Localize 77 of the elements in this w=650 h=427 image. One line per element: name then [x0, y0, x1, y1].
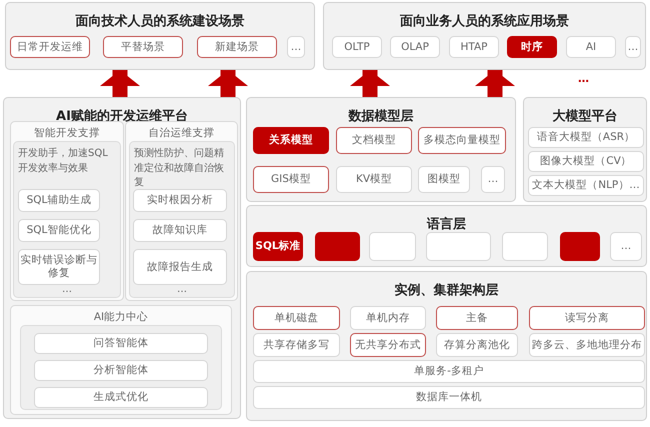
panel-heading: 智能开发支撑: [34, 126, 100, 140]
scenario-tag: HTAP: [449, 36, 499, 58]
feature-tag: 故障知识库: [133, 219, 227, 242]
architecture-tag: 单机磁盘: [253, 306, 340, 330]
scenario-tag: AI: [566, 36, 616, 58]
language-tag: [315, 232, 360, 261]
more-tag: …: [287, 36, 305, 58]
feature-panel: [13, 141, 121, 298]
layer-panel: [246, 205, 647, 267]
more-tag: …: [625, 36, 641, 58]
architecture-tag: 无共享分布式: [350, 333, 426, 357]
layer-panel: [246, 271, 647, 421]
more-tag: …: [481, 166, 505, 193]
architecture-tag: 共享存储多写: [253, 333, 340, 357]
language-tag: [426, 232, 491, 261]
panel-heading: 大模型平台: [552, 108, 618, 125]
scenario-tag: 平替场景: [103, 36, 183, 58]
language-tag: [369, 232, 416, 261]
panel-heading: 实例、集群架构层: [394, 282, 498, 299]
agent-tag: 生成式优化: [34, 387, 208, 408]
architecture-tag: 读写分离: [529, 306, 645, 330]
panel-heading: 自治运维支撑: [148, 126, 214, 140]
model-tag: 文本大模型（NLP）…: [528, 175, 644, 196]
architecture-tag: 数据库一体机: [253, 386, 645, 409]
panel-heading: 数据模型层: [348, 108, 414, 125]
panel-heading: AI能力中心: [94, 310, 148, 324]
scenario-panel: [323, 2, 646, 70]
language-tag: [502, 232, 548, 261]
architecture-tag: 存算分离池化: [436, 333, 518, 357]
scenario-tag: 新建场景: [197, 36, 277, 58]
ellipsis-text: …: [578, 72, 589, 85]
block-arrow: [350, 70, 390, 97]
model-tag: 关系模型: [253, 127, 329, 154]
description-text: 开发助手，加速SQL开发效率与效果: [18, 147, 109, 176]
ellipsis-text: …: [177, 284, 187, 295]
block-arrow: [475, 70, 515, 97]
model-tag: 文档模型: [336, 127, 412, 154]
panel-heading: 语言层: [427, 216, 466, 233]
feature-tag: SQL智能优化: [18, 219, 100, 242]
block-arrow: [208, 70, 248, 97]
panel-heading: 面向业务人员的系统应用场景: [400, 12, 569, 30]
feature-panel: [129, 141, 235, 298]
ellipsis-text: …: [62, 284, 72, 295]
architecture-tag: 单机内存: [350, 306, 426, 330]
model-tag: KV模型: [336, 166, 412, 193]
capability-panel: [10, 305, 232, 415]
scenario-tag: 日常开发运维: [10, 36, 90, 58]
layer-panel: [246, 97, 516, 202]
architecture-tag: 主备: [436, 306, 518, 330]
feature-tag: SQL辅助生成: [18, 189, 100, 212]
description-text: 预测性防护、问题精准定位和故障自治恢复: [134, 147, 225, 190]
model-tag: 语音大模型（ASR）: [528, 127, 644, 148]
panel-heading: 面向技术人员的系统建设场景: [76, 12, 244, 30]
feature-tag: 实时根因分析: [133, 189, 227, 212]
support-panel: [125, 121, 238, 301]
scenario-panel: [5, 2, 315, 70]
model-tag: 图模型: [418, 166, 470, 193]
architecture-tag: 跨多云、多地地理分布: [529, 333, 645, 357]
agent-panel: [20, 325, 222, 410]
support-panel: [10, 121, 124, 301]
scenario-tag: OLAP: [390, 36, 440, 58]
model-tag: 图像大模型（CV）: [528, 151, 644, 172]
platform-panel: [3, 97, 241, 419]
agent-tag: 分析智能体: [34, 360, 208, 381]
model-tag: 多模态向量模型: [418, 127, 506, 154]
feature-tag: 实时错误诊断与修复: [18, 249, 100, 285]
language-tag: [560, 232, 600, 261]
platform-panel: [523, 97, 647, 202]
block-arrow: [100, 70, 140, 97]
language-tag: SQL标准: [253, 232, 303, 261]
agent-tag: 问答智能体: [34, 333, 208, 354]
model-tag: GIS模型: [253, 166, 329, 193]
scenario-tag: 时序: [507, 36, 557, 58]
feature-tag: 故障报告生成: [133, 249, 227, 285]
scenario-tag: OLTP: [332, 36, 382, 58]
architecture-tag: 单服务-多租户: [253, 360, 645, 383]
more-tag: …: [610, 232, 642, 261]
